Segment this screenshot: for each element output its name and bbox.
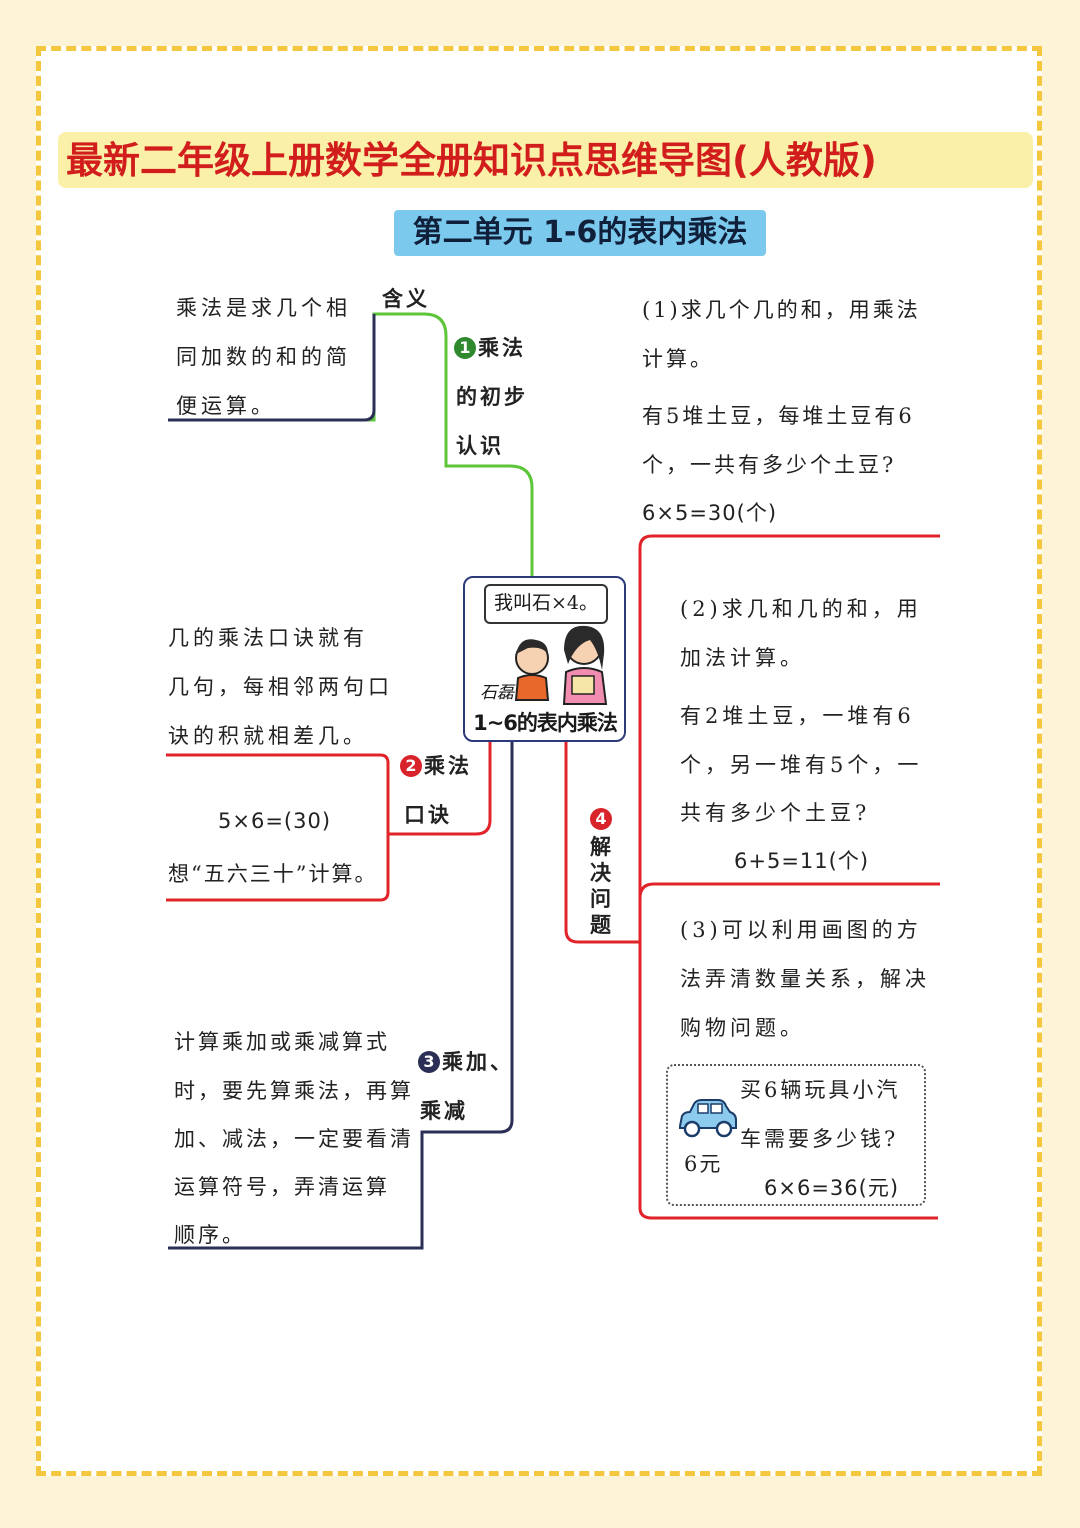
branch2-number: 2 — [400, 755, 422, 777]
branch3-text-line-2: 时，要先算乘法，再算 — [174, 1075, 414, 1105]
branch1-text-line-3: 便运算。 — [176, 390, 276, 420]
toy-car-icon — [674, 1098, 738, 1140]
kid-name: 石磊 — [480, 678, 514, 703]
item2-line-3: 有2堆土豆，一堆有6 — [680, 700, 915, 730]
branch1-text-line-2: 同加数的和的简 — [176, 341, 351, 371]
branch4-label-char-4: 题 — [590, 909, 614, 939]
branch3-text-line-4: 运算符号，弄清运算 — [174, 1171, 390, 1201]
item2-answer: 6+5=11(个) — [734, 845, 869, 875]
item1-line-3: 有5堆土豆，每堆土豆有6 — [642, 400, 915, 430]
item1-answer: 6×5=30(个) — [642, 497, 777, 527]
item1-line-2: 计算。 — [642, 343, 714, 373]
speech-bubble: 我叫石×4。 — [484, 584, 608, 624]
branch2-example-line-1: 5×6=(30) — [218, 809, 331, 833]
branch2-example-line-2: 想“五六三十”计算。 — [168, 858, 377, 888]
branch1-sub-label: 含义 — [382, 283, 430, 313]
item3-line-2: 法弄清数量关系，解决 — [680, 963, 930, 993]
branch2-label-line-2: 口诀 — [404, 799, 452, 829]
center-title: 1~6的表内乘法 — [466, 708, 624, 738]
car-price: 6元 — [684, 1148, 722, 1178]
branch3-text-line-1: 计算乘加或乘减算式 — [174, 1026, 390, 1056]
item2-line-5: 共有多少个土豆? — [680, 797, 870, 827]
branch2-text-line-2: 几句，每相邻两句口 — [168, 671, 393, 701]
branch2-text-line-1: 几的乘法口诀就有 — [168, 622, 368, 652]
branch3-text-line-5: 顺序。 — [174, 1219, 246, 1249]
branch4-number: 4 — [590, 808, 612, 830]
branch1-label-line-2: 的初步 — [456, 381, 528, 411]
item3-line-3: 购物问题。 — [680, 1012, 805, 1042]
branch1-number: 1 — [454, 337, 476, 359]
branch1-text-line-1: 乘法是求几个相 — [176, 292, 351, 322]
car-problem-line-1: 买6辆玩具小汽 — [740, 1074, 900, 1104]
item2-line-2: 加法计算。 — [680, 642, 805, 672]
branch3-number: 3 — [418, 1051, 440, 1073]
branch2-text-line-3: 诀的积就相差几。 — [168, 720, 368, 750]
item3-line-1: (3)可以利用画图的方 — [680, 914, 922, 944]
branch1-label-line-3: 认识 — [456, 430, 504, 460]
item1-line-4: 个，一共有多少个土豆? — [642, 449, 896, 479]
item1-line-1: (1)求几个几的和，用乘法 — [642, 294, 921, 324]
branch3-text-line-3: 加、减法，一定要看清 — [174, 1123, 414, 1153]
item2-line-1: (2)求几和几的和，用 — [680, 593, 922, 623]
car-problem-line-2: 车需要多少钱? — [740, 1123, 898, 1153]
item2-line-4: 个，另一堆有5个，一 — [680, 749, 922, 779]
children-illustration — [506, 620, 618, 706]
branch3-label-line-2: 乘减 — [420, 1095, 468, 1125]
branch4-number-wrap: 4 — [590, 806, 614, 831]
car-answer: 6×6=36(元) — [764, 1172, 899, 1202]
